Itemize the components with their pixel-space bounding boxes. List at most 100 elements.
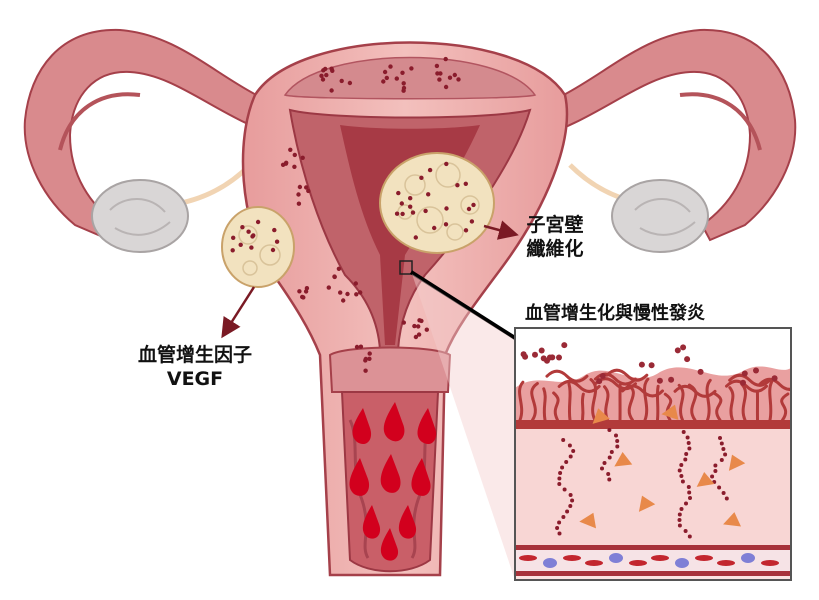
inflammatory-cell: [615, 444, 620, 449]
red-blood-cell: [761, 560, 779, 566]
cell-dot: [249, 245, 254, 250]
inflammatory-cell: [683, 529, 688, 533]
blood-drop: [380, 528, 399, 561]
cell-dot: [231, 235, 236, 240]
inflammatory-cell: [684, 452, 689, 456]
menstrual-blood: [349, 402, 437, 561]
cell-dot: [300, 155, 305, 160]
inflammatory-cell: [771, 375, 778, 382]
cell-dot: [272, 227, 277, 233]
cell-dot: [338, 290, 343, 295]
inflammatory-cell: [741, 370, 748, 377]
inflammatory-cell: [710, 474, 715, 479]
inflammatory-cell: [568, 504, 573, 508]
inflammatory-cell: [721, 447, 726, 451]
cell-dot: [443, 56, 448, 62]
cell-dot: [444, 161, 449, 167]
cell-dot: [304, 185, 309, 190]
inflammatory-cell: [606, 472, 611, 476]
cell-dot: [358, 344, 364, 349]
cell-dot: [399, 201, 404, 206]
cell-dot: [394, 211, 400, 216]
inflammatory-cell: [713, 463, 718, 468]
blood-drop: [352, 408, 372, 445]
inflammatory-cell: [753, 367, 759, 374]
capillary: [589, 378, 598, 422]
cell-dot: [408, 204, 413, 209]
right-ovary: [611, 179, 709, 253]
capillary-loop: [724, 379, 768, 393]
inflammatory-cell: [680, 479, 685, 484]
red-blood-cell: [651, 555, 669, 561]
cell-dot: [297, 184, 303, 190]
inflammatory-cell: [571, 449, 576, 453]
capillary-loop: [605, 368, 649, 382]
cell-dot: [274, 239, 280, 244]
inflammatory-cell: [568, 454, 573, 459]
white-blood-cell: [609, 553, 623, 563]
cell-dot: [345, 291, 350, 297]
inflammatory-cell: [718, 436, 722, 440]
inflammatory-cell: [719, 458, 724, 462]
inflammatory-cell: [687, 534, 692, 539]
angiogenesis-label: 血管增生化與慢性發炎: [525, 303, 705, 324]
inflammatory-cell: [560, 465, 565, 470]
cell-dot: [240, 225, 245, 230]
cell-dot: [427, 167, 433, 173]
capillary: [712, 391, 723, 422]
red-blood-cells: [519, 553, 779, 568]
cell-dot: [255, 219, 261, 225]
cell-dot: [447, 75, 453, 80]
cell-dot: [416, 324, 421, 329]
capillary: [542, 387, 547, 422]
capillary-loop: [545, 369, 589, 383]
capillary: [780, 392, 790, 422]
cell-dot: [424, 327, 429, 332]
inflammatory-cell: [688, 496, 692, 500]
capillary: [728, 386, 735, 422]
endometrial-cell-clusters: [230, 56, 476, 373]
cell-dot: [443, 84, 449, 90]
cell-dot: [303, 289, 309, 294]
inflammatory-cell: [721, 491, 726, 495]
cell-dot: [251, 233, 256, 238]
cell-dot: [339, 78, 344, 84]
inflammatory-cell: [684, 356, 691, 363]
cell-dot: [401, 85, 407, 91]
cell-dot: [329, 88, 334, 93]
cell-dot: [437, 77, 442, 82]
cell-dot: [413, 235, 418, 240]
cell-dot: [306, 188, 311, 194]
cervix: [328, 346, 452, 393]
cell-dot: [320, 77, 326, 82]
cell-dot: [292, 152, 297, 158]
inflammatory-cell: [600, 466, 604, 471]
capillary-loop: [758, 377, 791, 391]
cell-dot: [452, 72, 457, 78]
fibroblast: [728, 454, 746, 471]
cell-dot: [413, 334, 419, 340]
cell-dot: [363, 356, 368, 362]
capillary: [705, 378, 712, 422]
cell-dot: [419, 175, 424, 180]
inflammatory-cell: [717, 485, 722, 490]
capillary: [663, 392, 673, 422]
inflammatory-cell: [684, 501, 688, 506]
fibroblast: [638, 495, 656, 512]
capillary: [655, 384, 660, 422]
vegf-lesion: [221, 206, 295, 288]
cell-dot: [394, 76, 399, 81]
vegf-arrow: [221, 286, 256, 339]
red-blood-cell: [717, 560, 735, 566]
zoom-leader-line: [409, 270, 517, 340]
cell-dot: [426, 192, 431, 197]
inflammatory-cell: [724, 496, 729, 501]
inflammatory-cell: [615, 439, 620, 443]
cell-dot: [382, 69, 388, 75]
fibrosis-label-line2: 纖維化: [526, 238, 584, 260]
white-blood-cell: [543, 558, 557, 568]
capillary: [740, 382, 747, 422]
cell-dot: [319, 73, 324, 79]
cell-dot: [410, 210, 416, 215]
